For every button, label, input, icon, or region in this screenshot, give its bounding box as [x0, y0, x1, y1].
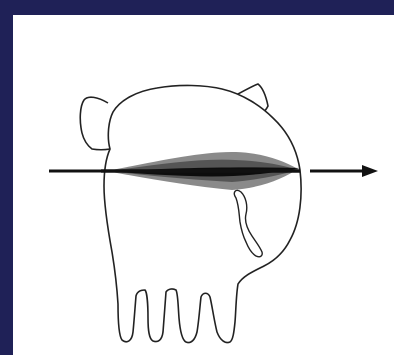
arrow-right-icon: [362, 165, 378, 177]
body-outline: [104, 85, 301, 342]
left-ear-outline: [80, 97, 110, 150]
